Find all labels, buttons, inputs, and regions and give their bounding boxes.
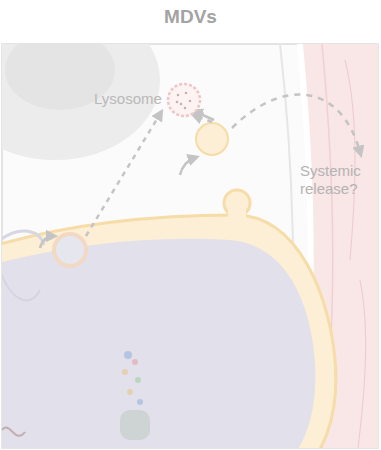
annotation-text: Systemic release? (300, 162, 380, 198)
figure-title: MDVs (0, 6, 381, 28)
lysosome-circle: Lysosome (166, 82, 202, 118)
lysosome-outline (166, 82, 202, 118)
node-label: Lysosome (94, 90, 162, 107)
